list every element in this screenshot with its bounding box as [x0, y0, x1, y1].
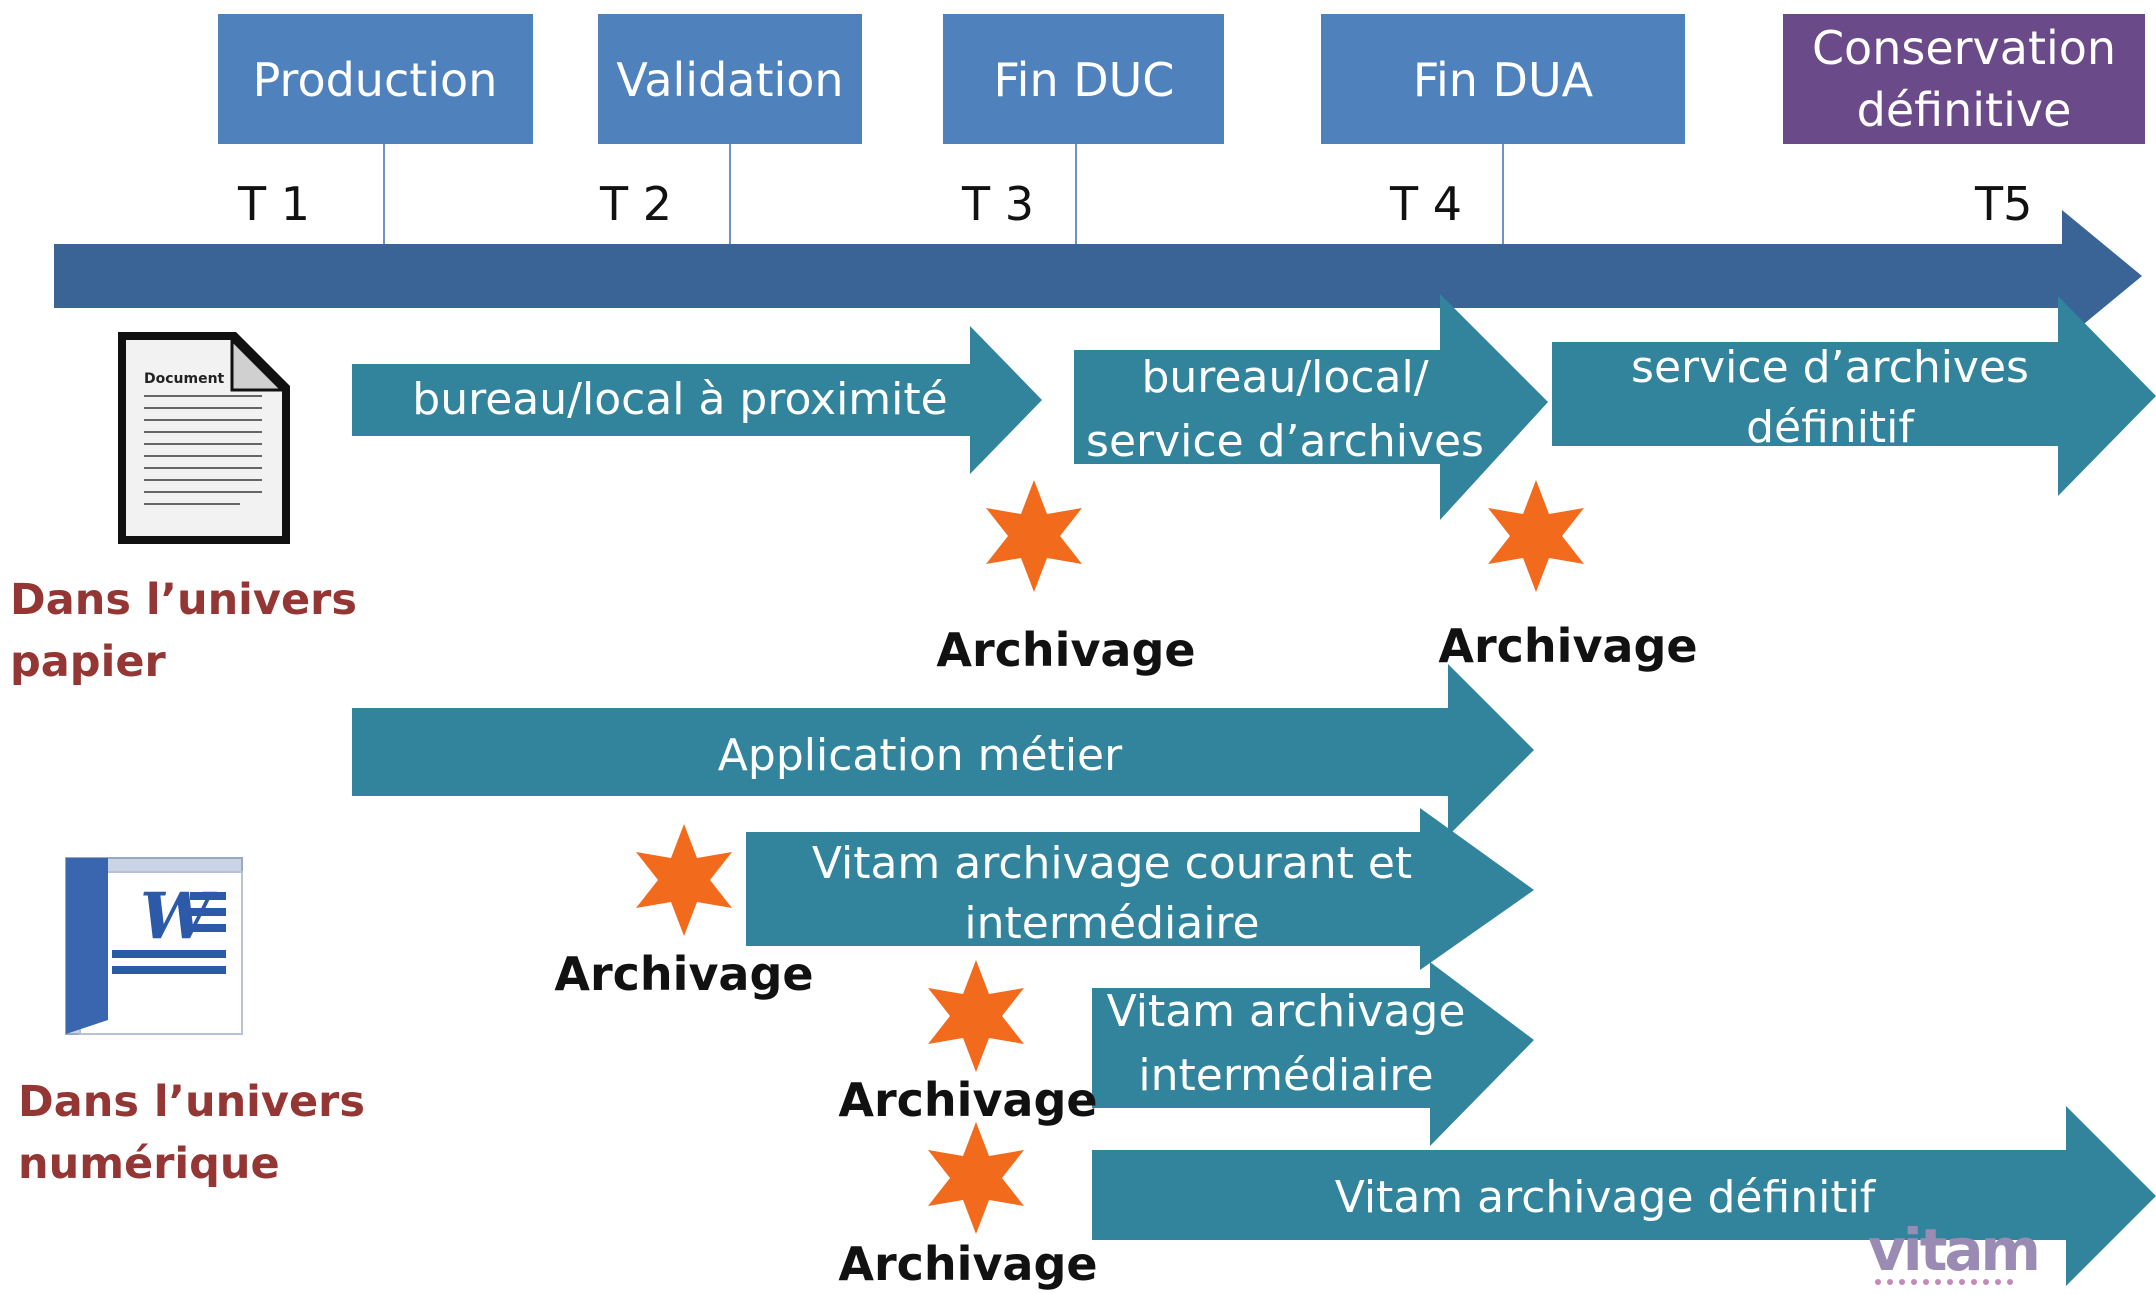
timeline-arrow: [54, 210, 2142, 342]
digital-universe-label-line1: Dans l’univers: [18, 1077, 365, 1127]
phase-connectors: [383, 144, 1504, 244]
archivage-label: Archivage: [936, 623, 1195, 677]
phase-label-line2: définitive: [1857, 83, 2072, 137]
phase-production: Production: [218, 14, 533, 144]
phase-label-line1: Conservation: [1812, 21, 2116, 75]
digital-arrow-vitam-courant-intermediaire: Vitam archivage courant et intermédiaire: [746, 808, 1534, 970]
tick-label: T 4: [1389, 177, 1462, 231]
document-icon: Document: [118, 332, 290, 544]
arrow-label: bureau/local à proximité: [412, 374, 947, 425]
paper-arrow-bureau-proximite: bureau/local à proximité: [352, 326, 1042, 474]
digital-arrow-vitam-intermediaire: Vitam archivage intermédiaire: [1092, 962, 1534, 1146]
star-icon: [636, 824, 732, 936]
star-icon: [986, 480, 1082, 592]
arrow-label-line2: définitif: [1746, 402, 1915, 453]
phase-validation: Validation: [598, 14, 862, 144]
vitam-logo-text: vitam: [1868, 1216, 2038, 1284]
paper-universe-label-line1: Dans l’univers: [10, 575, 357, 625]
tick-label: T5: [1974, 177, 2032, 231]
tick-label: T 1: [237, 177, 310, 231]
arrow-label-line2: intermédiaire: [964, 898, 1259, 949]
vitam-logo: vitam: [1868, 1216, 2041, 1285]
paper-universe-label-line2: papier: [10, 637, 166, 687]
tick-label: T 2: [599, 177, 672, 231]
star-icon: [1488, 480, 1584, 592]
tick-label: T 3: [961, 177, 1034, 231]
archivage-label: Archivage: [838, 1073, 1097, 1127]
phase-fin-duc: Fin DUC: [943, 14, 1224, 144]
digital-arrow-application-metier: Application métier: [352, 664, 1534, 836]
phase-label: Fin DUA: [1413, 53, 1594, 107]
star-icon: [928, 1122, 1024, 1234]
arrow-label-line1: bureau/local/: [1141, 352, 1428, 403]
star-icon: [928, 960, 1024, 1072]
phase-label: Validation: [616, 53, 843, 107]
arrow-label-line2: intermédiaire: [1138, 1050, 1433, 1101]
archivage-label: Archivage: [1438, 619, 1697, 673]
phase-label: Production: [253, 53, 498, 107]
arrow-label-line2: service d’archives: [1086, 416, 1484, 467]
arrow-label: Application métier: [718, 730, 1123, 781]
phase-conservation-definitive: Conservation définitive: [1783, 14, 2145, 144]
arrow-label-line1: Vitam archivage courant et: [812, 838, 1412, 889]
arrow-label-line1: Vitam archivage: [1107, 986, 1466, 1037]
word-icon-letter: W: [140, 879, 218, 954]
arrow-label: Vitam archivage définitif: [1335, 1172, 1877, 1223]
arrow-label-line1: service d’archives: [1631, 342, 2029, 393]
phase-fin-dua: Fin DUA: [1321, 14, 1685, 144]
document-icon-title: Document: [144, 371, 225, 387]
digital-arrow-vitam-definitif: Vitam archivage définitif: [1092, 1106, 2156, 1286]
digital-universe-label-line2: numérique: [18, 1139, 280, 1189]
paper-arrow-service-definitif: service d’archives définitif: [1552, 296, 2156, 496]
phase-label: Fin DUC: [994, 53, 1175, 107]
word-document-icon: W: [65, 857, 243, 1035]
archivage-label: Archivage: [838, 1237, 1097, 1291]
archivage-label: Archivage: [554, 947, 813, 1001]
paper-arrow-bureau-service: bureau/local/ service d’archives: [1074, 294, 1548, 520]
